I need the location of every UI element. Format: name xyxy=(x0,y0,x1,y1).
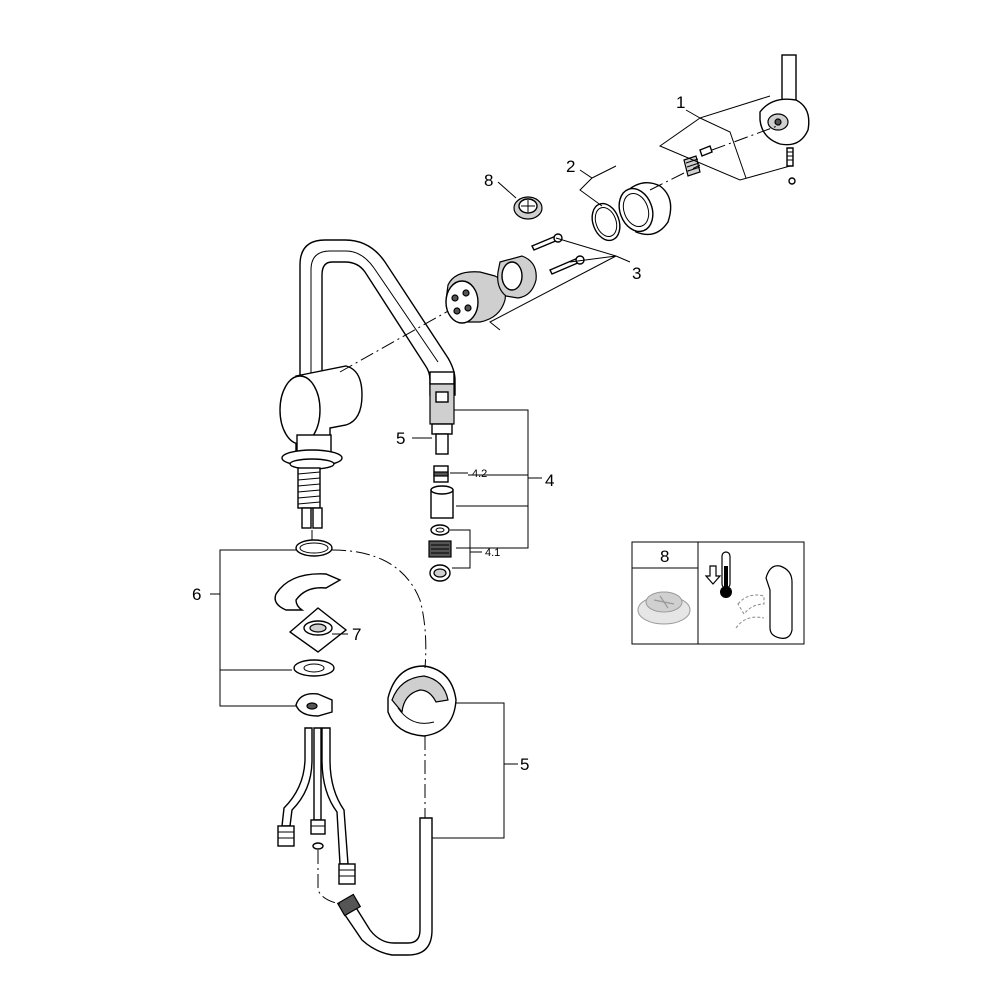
o-ring-thin xyxy=(591,202,621,242)
handle-lever xyxy=(759,54,810,146)
horseshoe-washer xyxy=(274,573,342,611)
cartridge-screws xyxy=(531,233,585,275)
supply-hoses xyxy=(277,727,356,885)
callout-4: 4 xyxy=(545,471,554,490)
callout-2: 2 xyxy=(566,157,575,176)
legend-label-8: 8 xyxy=(660,547,669,566)
diverter-icon xyxy=(637,591,691,625)
cold-temperature-icon xyxy=(704,551,732,598)
cartridge xyxy=(445,271,507,324)
callout-1: 1 xyxy=(676,93,685,112)
legend-box: 8 xyxy=(631,541,805,645)
mounting-bracket xyxy=(288,607,348,653)
leader-lines xyxy=(210,95,791,839)
hose-connector xyxy=(429,371,455,455)
diverter-insert xyxy=(513,196,543,220)
callout-4-1: 4.1 xyxy=(485,547,500,559)
sleeve xyxy=(430,485,454,519)
callout-3: 3 xyxy=(632,264,641,283)
flat-washer xyxy=(293,659,335,677)
lever-motion-icon xyxy=(735,565,793,639)
mounting-o-ring xyxy=(295,539,333,557)
cap-sleeve xyxy=(618,182,672,236)
screen-ring xyxy=(429,564,451,582)
washer-small xyxy=(430,524,450,536)
callout-6: 6 xyxy=(192,585,201,604)
faucet-body xyxy=(279,365,363,529)
handle-set-screw xyxy=(786,147,796,185)
handle-adapter xyxy=(683,145,713,177)
strainer xyxy=(428,540,452,558)
mounting-nut xyxy=(295,693,333,717)
callout-4-2: 4.2 xyxy=(472,468,487,480)
check-valve xyxy=(433,465,449,483)
callout-5-lower: 5 xyxy=(520,755,529,774)
hose-weight xyxy=(387,665,457,737)
cartridge-holder xyxy=(497,255,537,299)
pull-out-hose xyxy=(336,817,433,956)
callout-7: 7 xyxy=(352,625,361,644)
callout-5-upper: 5 xyxy=(396,429,405,448)
callout-8: 8 xyxy=(484,171,493,190)
